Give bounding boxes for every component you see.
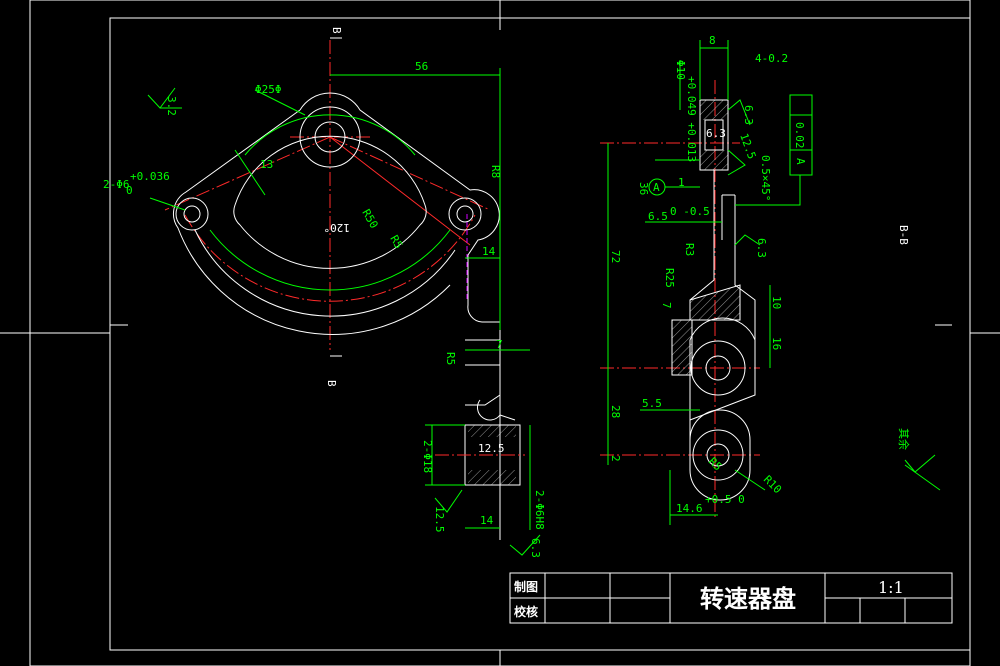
flatness-frame bbox=[789, 94, 813, 176]
dim-dia10: Φ10 bbox=[674, 60, 687, 80]
dim-5-5: 5.5 bbox=[642, 397, 662, 410]
dim-4-tol: 4-0.2 bbox=[755, 52, 788, 65]
section-mark-bottom: B bbox=[325, 380, 338, 387]
title-block: 制图 校核 转速器盘 1:1 bbox=[509, 572, 953, 624]
bottom-hole bbox=[706, 443, 730, 467]
dim-72: 72 bbox=[609, 250, 622, 263]
dim-hole-tol-bottom: 0 bbox=[126, 184, 133, 197]
other-roughness-note: 其余 bbox=[897, 428, 911, 450]
dim-r13: 13 bbox=[260, 158, 273, 171]
arc-slot bbox=[233, 135, 427, 269]
dim-angle: 120° bbox=[324, 221, 351, 234]
scale-label: 1:1 bbox=[878, 578, 904, 597]
dim-1: 1 bbox=[678, 176, 685, 189]
dim-r8: R8 bbox=[489, 165, 502, 178]
dim-10: 10 bbox=[770, 296, 783, 309]
dim-7-section: 7 bbox=[660, 302, 673, 309]
rough-6-3-a: 6.3 bbox=[706, 127, 726, 140]
dim-r10: R10 bbox=[761, 473, 784, 496]
dim-2: 2 bbox=[609, 455, 622, 462]
dim-chamfer: 0.5×45° bbox=[759, 155, 772, 201]
datum-circle-label: A bbox=[653, 181, 660, 194]
rough-6-3-c: 6.3 bbox=[755, 238, 768, 258]
hub-hole bbox=[314, 121, 346, 153]
section-view-label: B-B bbox=[897, 225, 910, 245]
dim-dia10-tol: +0.049 +0.013 bbox=[685, 76, 698, 162]
rough-6-3-b: 6.3 bbox=[742, 105, 755, 125]
bolt-circle-arc bbox=[184, 214, 476, 302]
rough-12-5-section: 12.5 bbox=[737, 132, 758, 161]
dim-2-h8: 2-Φ6H8 bbox=[533, 490, 546, 530]
dim-14-upper: 14 bbox=[482, 245, 496, 258]
dim-14-lower: 14 bbox=[480, 514, 494, 527]
dim-36: 36 bbox=[637, 182, 650, 195]
flatness-value: 0.02 bbox=[793, 122, 806, 149]
dim-14-6-tol: +0.5 0 bbox=[705, 493, 745, 506]
title-row1-label: 制图 bbox=[514, 579, 538, 594]
dim-16: 16 bbox=[770, 337, 783, 350]
dim-r25: R25 bbox=[663, 268, 676, 288]
bottom-boss bbox=[692, 429, 744, 481]
dim-r5: R5 bbox=[387, 233, 405, 251]
dim-6-5-tol: 0 -0.5 bbox=[670, 205, 710, 218]
dim-r5-section: R5 bbox=[706, 455, 725, 474]
dim-14-6: 14.6 bbox=[676, 502, 703, 515]
dim-hub-dia: Φ25Φ bbox=[255, 83, 282, 96]
flatness-datum: A bbox=[794, 158, 807, 165]
rough-6-3-front: 6.3 bbox=[529, 538, 542, 558]
hub-boss bbox=[299, 106, 361, 168]
dim-r3-section: R3 bbox=[683, 243, 696, 256]
part-outline bbox=[173, 92, 501, 335]
title-row2-label: 校核 bbox=[514, 604, 538, 619]
rough-3-2: 3.2 bbox=[165, 96, 178, 116]
dim-8: 8 bbox=[709, 34, 716, 47]
dim-56: 56 bbox=[415, 60, 428, 73]
section-mark-top: B bbox=[330, 27, 343, 34]
dim-28: 28 bbox=[609, 405, 622, 418]
dim-hole-dia: 2-Φ6 bbox=[103, 178, 130, 191]
part-name: 转速器盘 bbox=[700, 584, 796, 613]
right-hole bbox=[456, 205, 474, 223]
dim-r50: R50 bbox=[359, 207, 380, 231]
roughness-symbol bbox=[147, 87, 182, 109]
dim-hole-tol-top: +0.036 bbox=[130, 170, 170, 183]
rough-12-5-front: 12.5 bbox=[433, 506, 446, 533]
front-view: 56 Φ25Φ 2-Φ6 +0.036 0 13 R50 R5 120° R8 … bbox=[103, 27, 546, 558]
lower-boss bbox=[690, 340, 746, 396]
dim-12-5-center: 12.5 bbox=[478, 442, 505, 455]
dim-6-5: 6.5 bbox=[648, 210, 668, 223]
dim-2-d18: 2-Φ18 bbox=[421, 440, 434, 473]
dim-r5b: R5 bbox=[444, 352, 457, 365]
left-hole bbox=[183, 205, 201, 223]
section-view: 8 4-0.2 Φ10 +0.049 +0.013 6.3 6.3 12.5 0… bbox=[600, 34, 941, 525]
lower-hole bbox=[705, 355, 731, 381]
dim-7: 7 bbox=[496, 338, 503, 351]
